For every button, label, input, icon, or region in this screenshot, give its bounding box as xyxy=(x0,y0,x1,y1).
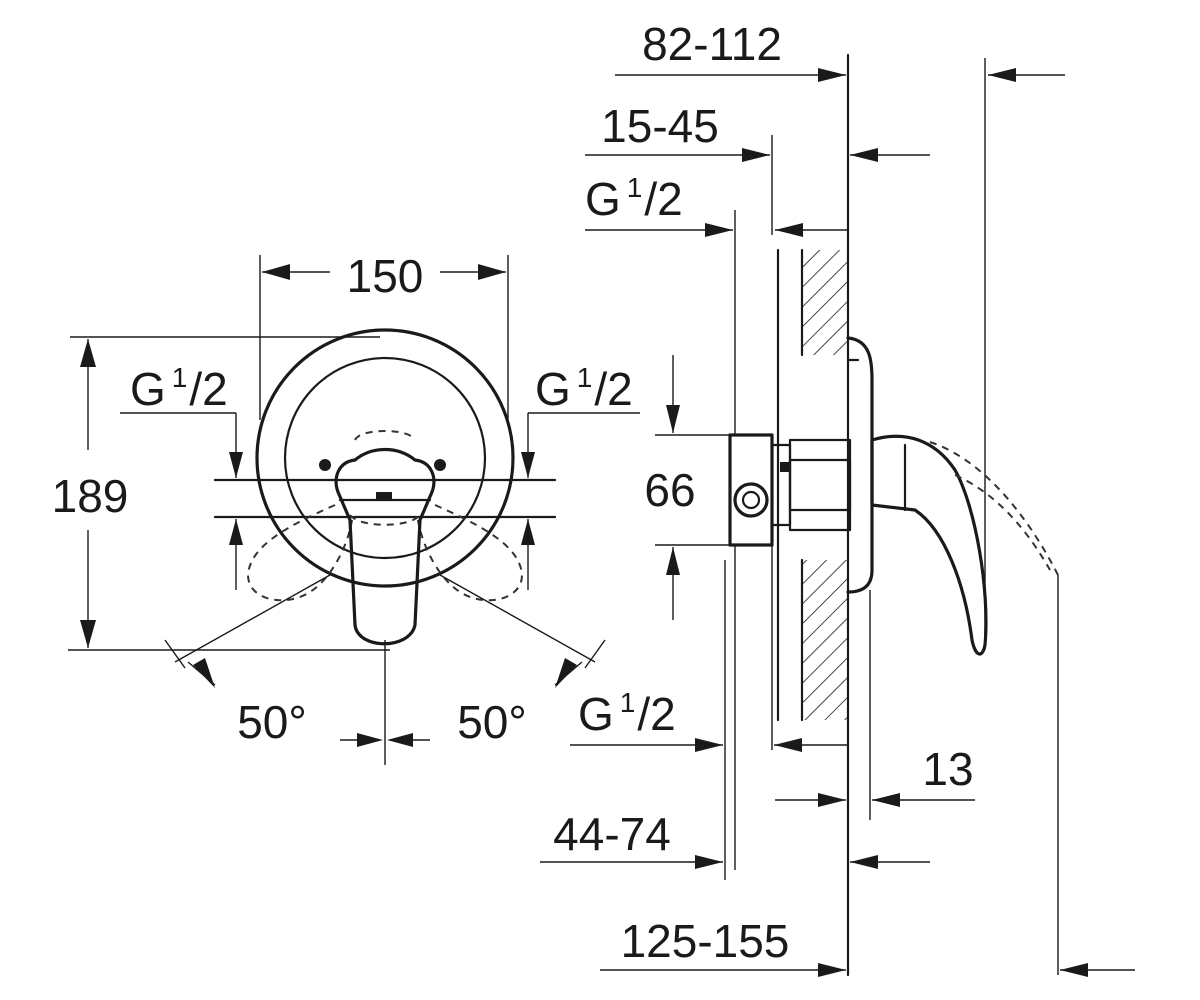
height-label: 189 xyxy=(52,470,129,522)
plate-label: 13 xyxy=(922,743,973,795)
lever-handle xyxy=(334,448,436,646)
valve-body xyxy=(728,433,774,547)
angle-right-dimension: 50° xyxy=(387,574,606,748)
dim-82-112-label: 82-112 xyxy=(642,18,782,70)
dim-44-74-label: 44-74 xyxy=(553,808,671,860)
dim-15-45-label: 15-45 xyxy=(601,100,719,152)
fixing-screw-left xyxy=(319,459,331,471)
dim-44-74: 44-74 xyxy=(540,808,930,869)
fixing-screw-right xyxy=(434,459,446,471)
valve-inlet-port xyxy=(733,482,769,518)
angle-left-label: 50° xyxy=(237,696,307,748)
width-label: 150 xyxy=(347,250,424,302)
body-height-label: 66 xyxy=(644,464,695,516)
lever-left-position xyxy=(246,504,353,602)
plate-dimension: 13 xyxy=(775,743,975,807)
cartridge-housing xyxy=(770,443,792,527)
dim-125-155: 125-155 xyxy=(600,915,1135,977)
escutcheon-outer xyxy=(255,328,515,588)
height-dimension: 189 xyxy=(52,336,390,651)
escutcheon-inner xyxy=(283,356,487,560)
lever-side-profile xyxy=(870,434,988,656)
wall-lower xyxy=(802,560,848,720)
wall-upper xyxy=(802,250,848,355)
front-view: 150 189 xyxy=(52,250,640,765)
dim-82-112: 82-112 xyxy=(615,18,846,82)
dim-15-45: 15-45 xyxy=(585,100,930,162)
body-height-dimension: 66 xyxy=(644,355,730,620)
dim-125-155-label: 125-155 xyxy=(621,915,790,967)
dim-lever-reach xyxy=(988,68,1065,82)
angle-left-dimension: 50° xyxy=(164,574,383,748)
lever-travel-path xyxy=(929,441,1059,576)
width-dimension: 150 xyxy=(259,250,509,420)
lever-right-position xyxy=(417,504,524,602)
angle-right-label: 50° xyxy=(457,696,527,748)
escutcheon-profile xyxy=(846,336,874,594)
